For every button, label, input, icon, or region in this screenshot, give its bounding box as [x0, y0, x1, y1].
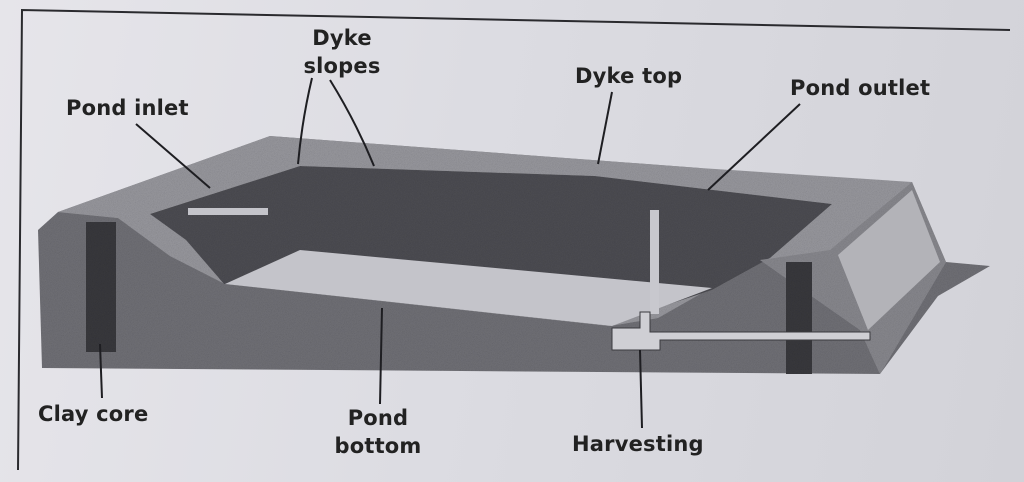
label-pond-bottom-text: Pond bottom: [334, 406, 422, 458]
inlet-pipe: [188, 208, 268, 215]
label-pond-inlet: Pond inlet: [66, 96, 189, 120]
label-dyke-slopes-text: Dyke slopes: [303, 26, 381, 78]
pointer-harvesting: [639, 349, 643, 429]
outlet-riser-pipe: [650, 210, 659, 314]
label-clay-core: Clay core: [38, 402, 149, 426]
pointer-pond-inlet: [135, 123, 211, 189]
clay-core-right: [786, 262, 812, 374]
pointer-lines: [99, 77, 801, 429]
pointer-pond-outlet: [707, 103, 801, 191]
pointer-dyke-top: [597, 91, 613, 165]
right-dyke-light: [838, 190, 940, 330]
pointer-clay-core: [99, 343, 103, 399]
harvesting-pipe: [611, 311, 871, 351]
pointer-dyke-slope-right: [329, 79, 375, 167]
pond-bottom-surface: [225, 250, 712, 326]
pointer-pond-bottom: [379, 307, 383, 405]
label-pond-outlet: Pond outlet: [790, 76, 931, 100]
pointer-dyke-slope-left: [297, 77, 313, 165]
label-pond-bottom: Pond bottom: [318, 404, 438, 460]
clay-core-left: [86, 222, 116, 352]
label-dyke-top: Dyke top: [575, 64, 683, 88]
label-dyke-slopes: Dyke slopes: [282, 24, 402, 80]
figure-border: [17, 8, 1011, 471]
label-harvesting: Harvesting: [572, 432, 704, 456]
